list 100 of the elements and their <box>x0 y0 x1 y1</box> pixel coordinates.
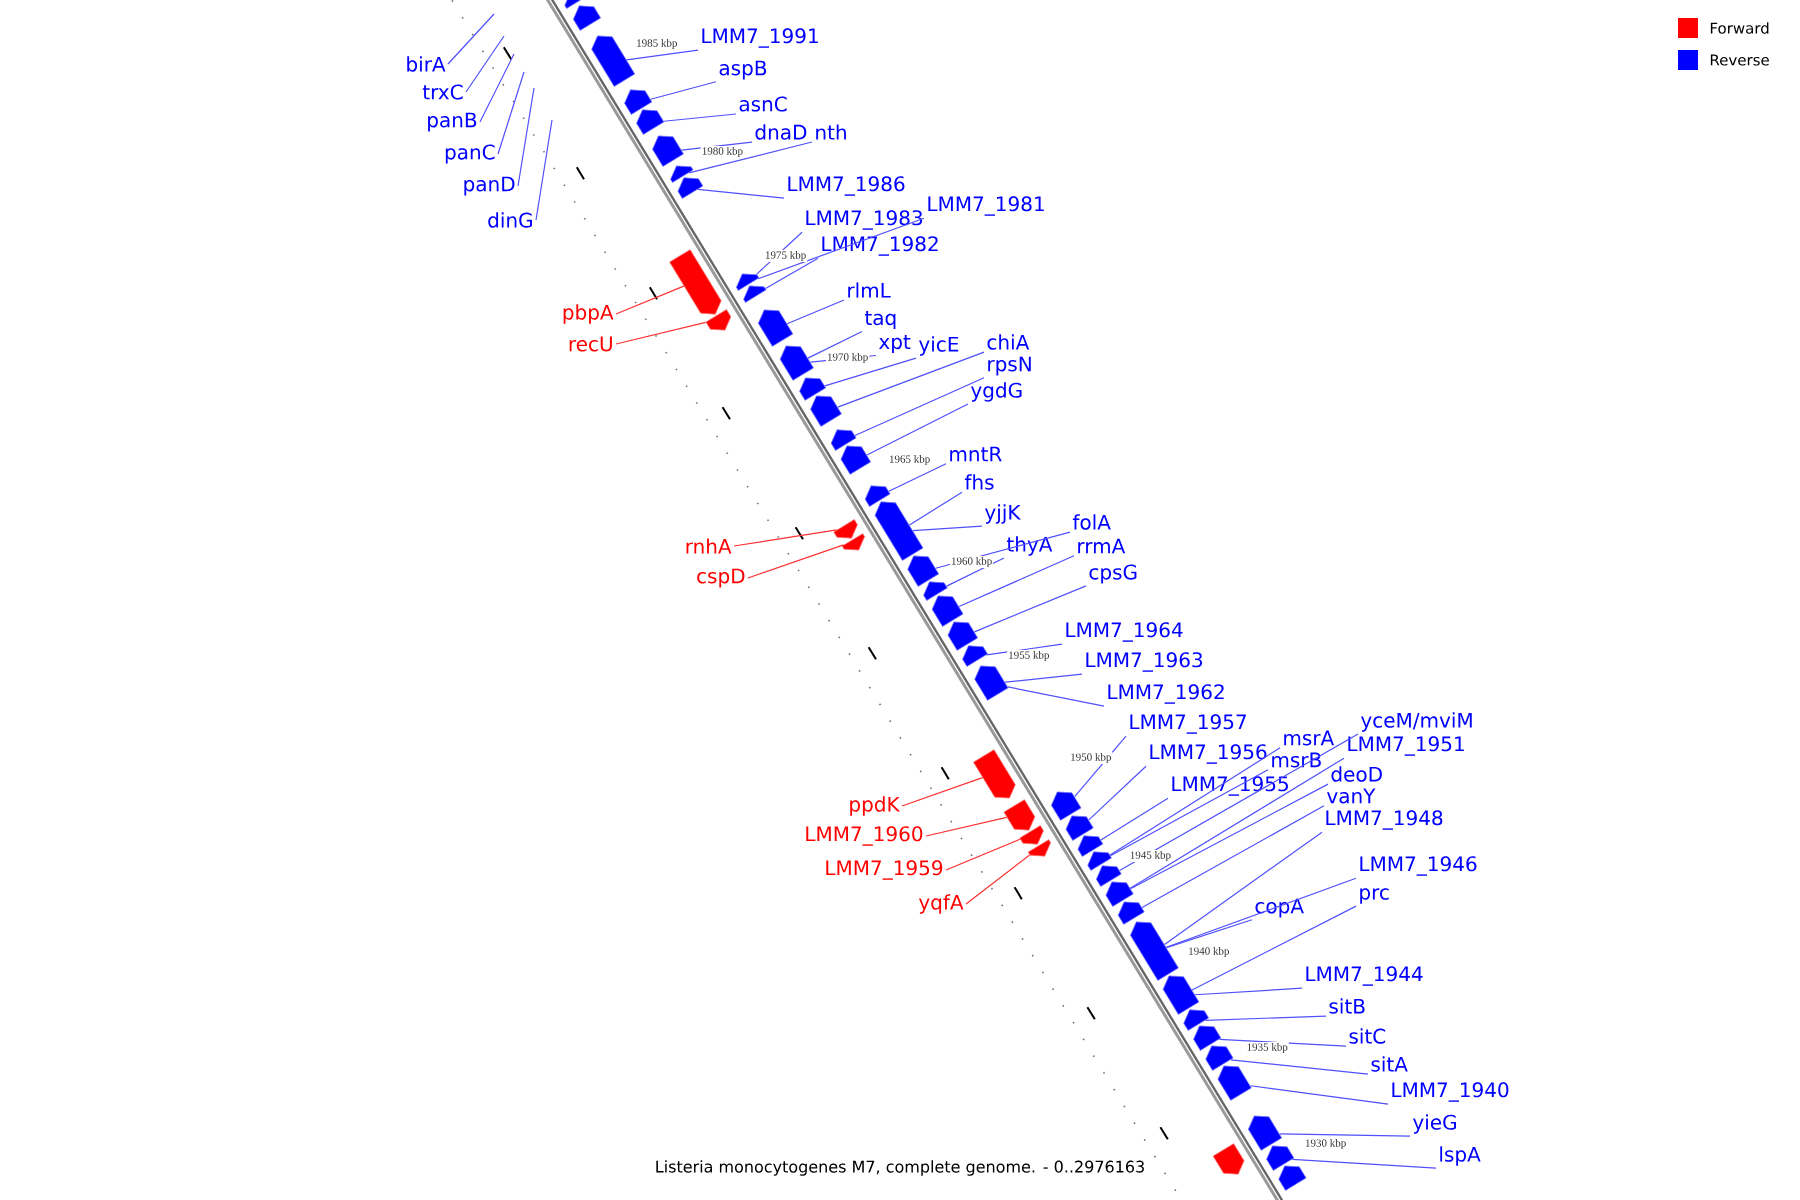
leader-line <box>1109 747 1281 856</box>
gene-label: LMM7_1991 <box>702 28 818 48</box>
gene-label: LMM7_1964 <box>1066 622 1183 642</box>
gene-block <box>1205 1045 1234 1071</box>
gene-label: rpsN <box>988 356 1031 376</box>
gene-label: ygdG <box>971 382 1022 402</box>
caption: Listeria monocytogenes M7, complete genome. - 0..2976163 <box>656 1160 1144 1176</box>
leader-line <box>824 357 917 387</box>
gene-label: vanY <box>1327 788 1376 804</box>
gene-block <box>757 309 794 347</box>
leader-line <box>688 141 813 174</box>
gene-block <box>1087 851 1112 871</box>
gene-block <box>652 135 684 167</box>
gene-block <box>1095 865 1122 887</box>
gene-block <box>779 345 814 381</box>
gene-block <box>1117 901 1145 925</box>
leader-line <box>958 555 1075 608</box>
leader-line <box>807 330 863 359</box>
leader-line <box>1088 765 1147 821</box>
gene-label: prc <box>1360 888 1389 904</box>
leader-line <box>615 285 685 315</box>
gene-block <box>923 581 948 601</box>
gene-label: yieG <box>1413 1114 1456 1134</box>
gene-label: recU <box>569 336 612 352</box>
gene-label: yjjK <box>985 504 1021 524</box>
leader-line <box>681 141 753 151</box>
leader-line <box>1230 1059 1369 1075</box>
gene-block <box>1065 815 1094 841</box>
gene-block <box>1027 839 1051 857</box>
leader-line <box>1249 1085 1389 1105</box>
gene-block <box>677 177 704 199</box>
gene-label: LMM7_1940 <box>1392 1082 1509 1102</box>
leader-line <box>1100 797 1169 841</box>
leader-line <box>535 119 553 221</box>
gene-label: xpt <box>878 334 911 354</box>
gene-block <box>1105 881 1134 907</box>
leader-line <box>1205 1015 1327 1021</box>
gene-block <box>591 35 636 87</box>
leader-line <box>888 463 947 492</box>
leader-line <box>837 351 985 408</box>
gene-label: sitB <box>1329 998 1365 1014</box>
leader-line <box>663 113 737 122</box>
leader-line <box>1109 769 1269 857</box>
leader-line <box>1165 877 1357 948</box>
gene-label: LMM7_1960 <box>806 826 923 846</box>
gene-label: LMM7_1944 <box>1306 966 1423 986</box>
leader-line <box>650 81 717 100</box>
gene-block <box>973 749 1016 799</box>
gene-block <box>833 519 858 539</box>
gene-block <box>736 273 760 291</box>
gene-label: LMM7_1963 <box>1086 652 1203 672</box>
gene-label: thyA <box>1006 536 1053 556</box>
gene-label: panB <box>428 112 477 132</box>
gene-block <box>841 533 865 551</box>
leader-line <box>1218 1038 1347 1047</box>
leader-line <box>973 585 1087 633</box>
gene-label: LMM7_1946 <box>1360 856 1477 876</box>
leader-line <box>733 529 838 547</box>
leader-line <box>986 643 1063 656</box>
gene-label: rnhA <box>686 538 732 554</box>
gene-label: panD <box>464 176 515 196</box>
gene-block <box>830 429 857 451</box>
leader-line <box>1191 905 1357 991</box>
gene-label: LMM7_1986 <box>788 176 905 196</box>
leader-line <box>945 838 1021 871</box>
gene-label: taq <box>864 310 896 330</box>
gene-block <box>705 309 732 331</box>
leader-line <box>755 231 803 275</box>
leader-line <box>965 854 1031 905</box>
leader-line <box>1130 783 1329 890</box>
leader-line <box>908 491 963 526</box>
gene-label: dinG <box>488 212 532 228</box>
leader-line <box>764 257 819 289</box>
gene-label: mntR <box>950 446 1002 462</box>
leader-line <box>935 531 1071 569</box>
gene-block <box>669 249 722 315</box>
gene-block <box>1162 975 1200 1015</box>
gene-label: sitA <box>1371 1056 1408 1072</box>
gene-label: dnaD <box>755 124 807 140</box>
gene-label: fhs <box>964 474 994 490</box>
gene-label: ppdK <box>850 796 901 816</box>
leader-line <box>925 816 1008 837</box>
gene-block <box>572 5 602 31</box>
gene-label: LMM7_1951 <box>1348 736 1464 756</box>
leader-line <box>1007 686 1105 707</box>
leader-line <box>497 71 525 155</box>
gene-label: folA <box>1072 514 1111 530</box>
gene-block <box>743 285 767 303</box>
gene-block <box>947 621 979 651</box>
gene-block <box>840 445 872 475</box>
leader-line <box>854 377 985 437</box>
leader-line <box>866 403 969 456</box>
gene-block <box>799 377 826 401</box>
gene-block <box>636 109 665 135</box>
gene-label: LMM7_1956 <box>1150 744 1267 764</box>
gene-block <box>1193 1025 1222 1051</box>
leader-line <box>1291 1158 1437 1169</box>
gene-label: trxC <box>422 84 463 100</box>
gene-label: birA <box>407 56 446 72</box>
gene-label: LMM7_1962 <box>1108 684 1224 704</box>
